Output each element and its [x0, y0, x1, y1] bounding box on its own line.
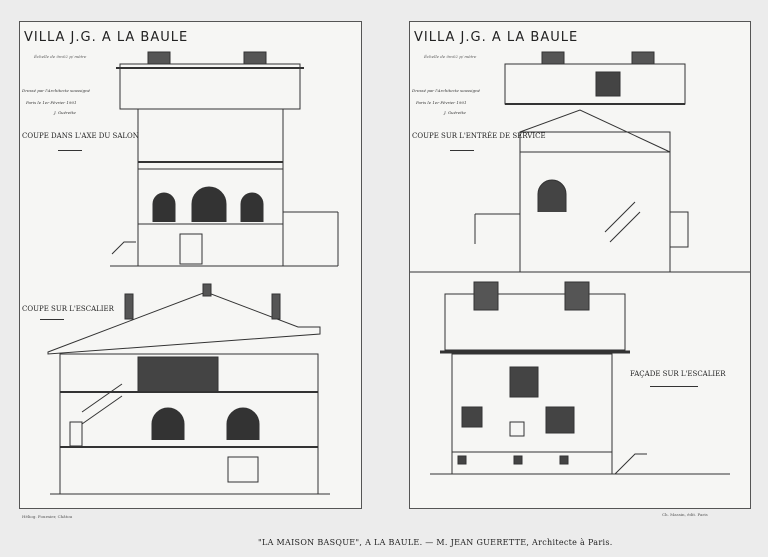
- left-note-1: Dressé par l'Architecte soussigné: [22, 88, 91, 93]
- staircase-facade-drawing: [430, 281, 730, 475]
- left-drawings: [47, 51, 339, 495]
- left-plate: VILLA J.G. A LA BAULE Échelle de 0m02 p/…: [19, 21, 362, 509]
- staircase-section-drawing: [47, 283, 330, 495]
- salon-section-drawing: [110, 51, 339, 267]
- left-signature: J. Guérette: [54, 110, 76, 115]
- footer-right-credit: Ch. Massin, édit. Paris: [662, 512, 708, 517]
- right-scale-note: Échelle de 0m02 p/ mètre: [424, 54, 477, 59]
- left-section-1-label: COUPE DANS L'AXE DU SALON: [22, 132, 139, 140]
- right-signature: J. Guérette: [444, 110, 466, 115]
- right-note-2: Paris le 1er Février 1901: [416, 100, 467, 105]
- right-section-2-underline: [650, 386, 698, 387]
- left-section-2-underline: [40, 319, 64, 320]
- right-plate: VILLA J.G. A LA BAULE Échelle de 0m02 p/…: [409, 21, 751, 509]
- left-scale-note: Échelle de 0m02 p/ mètre: [34, 54, 87, 59]
- right-section-2-label: FAÇADE SUR L'ESCALIER: [630, 370, 726, 378]
- footer-left-credit: Héliog. Fournier, Châtou: [22, 514, 73, 519]
- right-section-1-label: COUPE SUR L'ENTRÉE DE SERVICE: [412, 132, 546, 140]
- left-section-2-label: COUPE SUR L'ESCALIER: [22, 305, 114, 313]
- service-entrance-section-drawing: [410, 51, 750, 273]
- left-note-2: Paris le 1er Février 1901: [26, 100, 77, 105]
- left-plate-title: VILLA J.G. A LA BAULE: [24, 30, 189, 45]
- right-plate-title: VILLA J.G. A LA BAULE: [414, 30, 579, 45]
- right-note-1: Dressé par l'Architecte soussigné: [412, 88, 481, 93]
- right-drawings: [410, 51, 750, 475]
- plate-caption: "LA MAISON BASQUE", A LA BAULE. — M. JEA…: [258, 538, 613, 547]
- right-section-1-underline: [450, 150, 474, 151]
- left-section-1-underline: [58, 150, 82, 151]
